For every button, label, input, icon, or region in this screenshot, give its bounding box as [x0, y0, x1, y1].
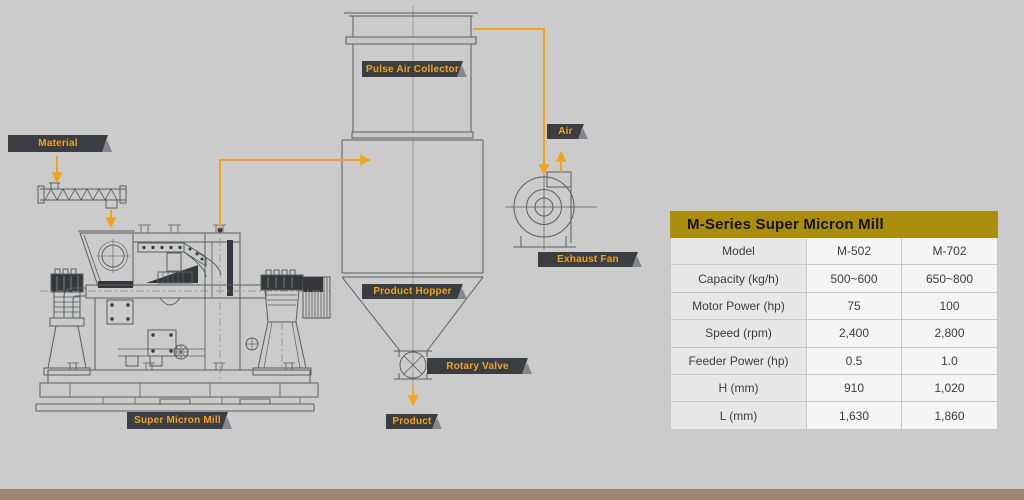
spec-cell: M-702 — [902, 238, 997, 265]
spec-cell: 910 — [807, 374, 901, 402]
feed-chute-drawing — [78, 230, 135, 288]
spec-cell: 1.0 — [902, 347, 997, 374]
spec-row-label: Model — [671, 238, 806, 265]
material-label: Material — [8, 135, 108, 152]
spec-cell: 0.5 — [807, 347, 901, 374]
mill-to-collector-arrow — [219, 154, 372, 228]
spec-row-label: L (mm) — [671, 402, 806, 429]
spec-cell: 2,400 — [807, 320, 901, 347]
spec-cell: 100 — [902, 292, 997, 320]
spec-row-label: Capacity (kg/h) — [671, 265, 806, 292]
spec-table-grid: Model M-502 M-702 Capacity (kg/h) 500~60… — [670, 238, 998, 430]
spec-cell: 1,860 — [902, 402, 997, 429]
exhaust-fan-drawing — [505, 168, 597, 250]
super-micron-mill-label: Super Micron Mill — [127, 412, 228, 429]
exhaust-fan-label: Exhaust Fan — [538, 252, 638, 267]
screw-feeder-drawing — [37, 182, 127, 209]
rotary-valve-label: Rotary Valve — [427, 358, 528, 374]
mill-housing-drawing — [85, 284, 267, 371]
spec-cell: 75 — [807, 292, 901, 320]
spec-cell: 2,800 — [902, 320, 997, 347]
spec-cell: 500~600 — [807, 265, 901, 292]
flow-arrows — [51, 28, 567, 407]
product-label: Product — [386, 414, 438, 429]
coupling-drawing — [299, 276, 331, 319]
mill-top-deck-drawing — [132, 224, 241, 299]
spec-table: M-Series Super Micron Mill Model M-502 M… — [670, 211, 998, 430]
collector-to-fan-arrow — [473, 28, 550, 176]
spec-cell: M-502 — [807, 238, 901, 265]
spec-row-label: H (mm) — [671, 374, 806, 402]
pulse-air-collector-label: Pulse Air Collector — [362, 61, 463, 77]
spec-cell: 1,630 — [807, 402, 901, 429]
collector-drawing — [341, 6, 484, 387]
spec-cell: 650~800 — [902, 265, 997, 292]
air-label: Air — [547, 124, 584, 139]
mill-base-drawing — [35, 362, 319, 412]
process-flow-drawing — [35, 6, 597, 412]
product-hopper-label: Product Hopper — [362, 284, 463, 299]
left-motor-drawing — [43, 268, 91, 376]
spec-table-title: M-Series Super Micron Mill — [670, 211, 998, 238]
machine-linework — [35, 6, 597, 412]
spec-row-label: Motor Power (hp) — [671, 292, 806, 320]
spec-row-label: Feeder Power (hp) — [671, 347, 806, 374]
spec-cell: 1,020 — [902, 374, 997, 402]
spec-row-label: Speed (rpm) — [671, 320, 806, 347]
centerlines — [40, 222, 330, 380]
footer-bar — [0, 489, 1024, 500]
